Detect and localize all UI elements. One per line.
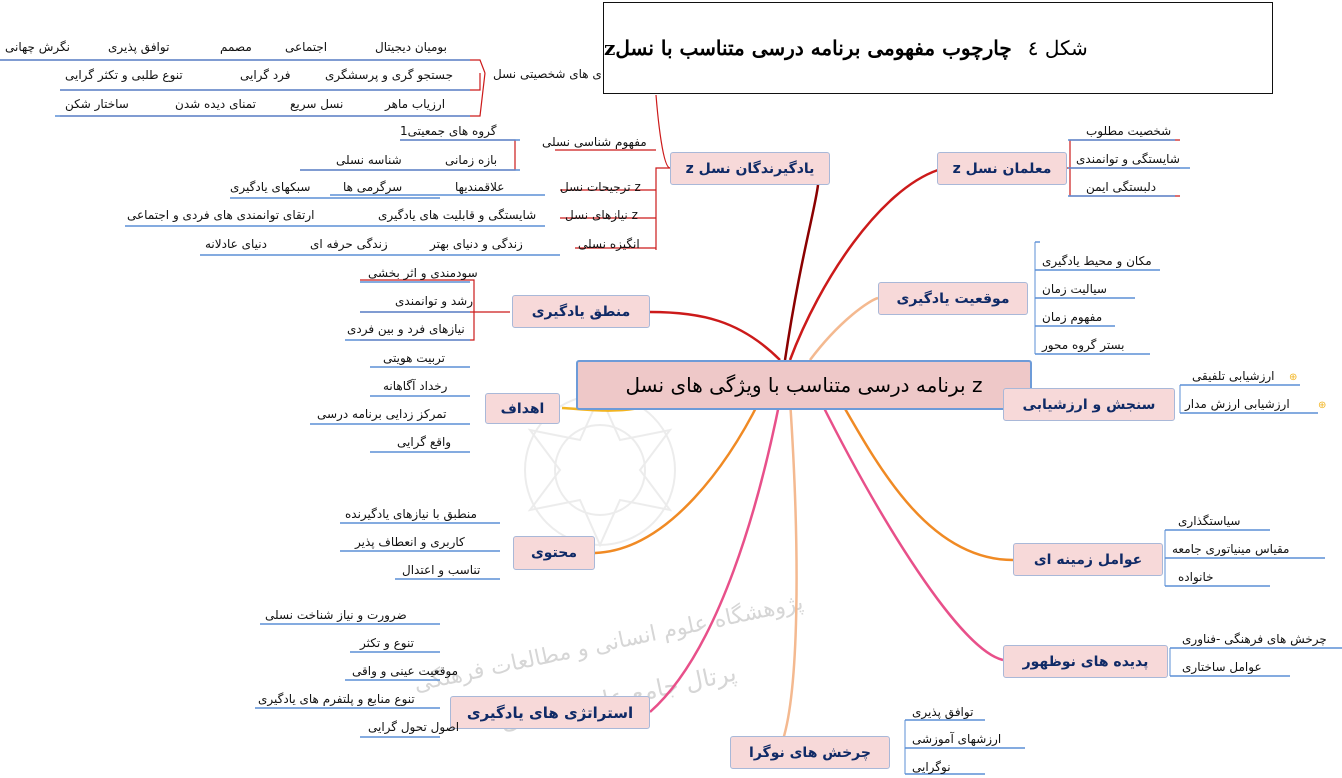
content-item: تناسب و اعتدال — [402, 563, 481, 577]
learners-sub-item: ارتقای توانمندی های فردی و اجتماعی — [127, 208, 315, 222]
figure-caption: شکل ٤ چارچوب مفهومی برنامه درسی متناسب ب… — [603, 2, 1273, 94]
personality-item: فرد گرایی — [240, 68, 291, 82]
personality-item: توافق پذیری — [108, 40, 170, 54]
learners-sub: z نیازهای نسل — [565, 208, 638, 222]
assessment-item: ارزشیابی ارزش مدار — [1185, 397, 1290, 411]
personality-item: نسل سریع — [290, 97, 344, 111]
new-cycles-item: توافق پذیری — [912, 705, 974, 719]
goals-item: واقع گرایی — [397, 435, 452, 449]
personality-item: نگرش چهانی — [5, 40, 70, 54]
goals-item: تربیت هویتی — [383, 351, 446, 365]
branch-new-cycles[interactable]: چرخش های نوگرا — [730, 736, 890, 769]
figure-title: چارچوب مفهومی برنامه درسی متناسب با نسلz — [604, 36, 1012, 60]
branch-goals[interactable]: اهداف — [485, 393, 560, 424]
branch-goals-label: اهداف — [500, 400, 545, 417]
learners-sub-item: دنیای عادلانه — [205, 237, 267, 251]
branch-logic-label: منطق یادگیری — [531, 303, 631, 320]
branch-teachers-label: z معلمان نسل — [952, 160, 1052, 177]
personality-item: تمنای دیده شدن — [175, 97, 257, 111]
branch-teachers[interactable]: z معلمان نسل — [937, 152, 1067, 185]
goals-item: رخداد آگاهانه — [383, 379, 448, 393]
teachers-item: دلبستگی ایمن — [1086, 180, 1157, 194]
personality-item: تنوع طلبی و تکثر گرایی — [65, 68, 183, 82]
branch-assessment[interactable]: سنجش و ارزشیابی — [1003, 388, 1175, 421]
branch-situation[interactable]: موقعیت یادگیری — [878, 282, 1028, 315]
logic-item: نیازهای فرد و بین فردی — [347, 322, 465, 336]
personality-item: ارزیاب ماهر — [385, 97, 446, 111]
expand-icon[interactable]: ⊕ — [1289, 372, 1298, 383]
strategies-item: ضرورت و نیاز شناخت نسلی — [265, 608, 407, 622]
branch-learners-label: z یادگیرندگان نسل — [685, 160, 815, 177]
expand-icon[interactable]: ⊕ — [1318, 400, 1327, 411]
learners-sub: انگیزه نسلی — [578, 237, 640, 251]
personality-item: بومیان دیجیتال — [375, 40, 447, 54]
learners-sub-item: سبکهای یادگیری — [230, 180, 311, 194]
learners-sub-item: گروه های جمعیتی1 — [400, 124, 497, 138]
branch-new-cycles-label: چرخش های نوگرا — [749, 744, 871, 761]
content-item: منطبق با نیازهای یادگیرنده — [345, 507, 477, 521]
personality-item: اجتماعی — [285, 40, 328, 54]
assessment-item: ارزشیابی تلفیقی — [1192, 369, 1275, 383]
situation-item: بستر گروه محور — [1042, 338, 1125, 352]
branch-situation-label: موقعیت یادگیری — [896, 290, 1010, 307]
learners-sub-item: زندگی حرفه ای — [310, 237, 388, 251]
figure-number: شکل ٤ — [1027, 36, 1088, 60]
personality-item: مصمم — [220, 40, 252, 54]
strategies-item: اصول تحول گرایی — [368, 720, 460, 734]
learners-sub-item: شایستگی و قابلیت های یادگیری — [378, 208, 537, 222]
learners-sub: مفهوم شناسی نسلی — [542, 135, 647, 149]
teachers-item: شخصیت مطلوب — [1086, 124, 1172, 138]
context-item: مقیاس مینیاتوری جامعه — [1172, 542, 1290, 556]
personality-item: ساختار شکن — [65, 97, 129, 111]
logic-item: رشد و توانمندی — [395, 294, 474, 308]
new-cycles-item: نوگرایی — [912, 760, 951, 774]
branch-context-label: عوامل زمینه ای — [1033, 551, 1143, 568]
branch-emerging[interactable]: پدیده های نوظهور — [1003, 645, 1168, 678]
branch-logic[interactable]: منطق یادگیری — [512, 295, 650, 328]
learners-sub-item: سرگرمی ها — [343, 180, 403, 194]
branch-content[interactable]: محتوی — [513, 536, 595, 570]
branch-assessment-label: سنجش و ارزشیابی — [1022, 396, 1156, 413]
context-item: خانواده — [1178, 570, 1214, 584]
learners-sub-item: بازه زمانی — [445, 153, 498, 167]
central-topic-label: z برنامه درسی متناسب با ویژگی های نسل — [625, 373, 983, 397]
new-cycles-item: ارزشهای آموزشی — [912, 732, 1002, 746]
strategies-item: تنوع منابع و پلتفرم های یادگیری — [258, 692, 415, 706]
emerging-item: عوامل ساختاری — [1182, 660, 1262, 674]
situation-item: سیالیت زمان — [1042, 282, 1107, 296]
branch-strategies-label: استراتژی های یادگیری — [466, 703, 634, 722]
branch-context[interactable]: عوامل زمینه ای — [1013, 543, 1163, 576]
learners-sub: z ترجیحات نسل — [560, 180, 641, 194]
goals-item: تمرکز زدایی برنامه درسی — [317, 407, 447, 421]
branch-learners[interactable]: z یادگیرندگان نسل — [670, 152, 830, 185]
branch-strategies[interactable]: استراتژی های یادگیری — [450, 696, 650, 729]
context-item: سیاستگذاری — [1178, 514, 1241, 528]
situation-item: مکان و محیط یادگیری — [1042, 254, 1152, 268]
branch-emerging-label: پدیده های نوظهور — [1022, 653, 1149, 670]
emerging-item: چرخش های فرهنگی -فناوری — [1182, 632, 1327, 646]
logic-item: سودمندی و اثر بخشی — [368, 266, 478, 280]
learners-sub-item: زندگی و دنیای بهتر — [430, 237, 523, 251]
personality-item: جستجو گری و پرسشگری — [325, 68, 454, 82]
strategies-item: موقعیت عینی و واقی — [352, 664, 459, 678]
content-item: کاربری و انعطاف پذیر — [355, 535, 465, 549]
situation-item: مفهوم زمان — [1042, 310, 1103, 324]
personality-label: ی های شخصیتی نسل — [493, 67, 602, 81]
strategies-item: تنوع و تکثر — [360, 636, 414, 650]
central-topic[interactable]: z برنامه درسی متناسب با ویژگی های نسل — [576, 360, 1032, 410]
branch-content-label: محتوی — [530, 545, 578, 561]
learners-sub-item: علاقمندیها — [455, 180, 505, 194]
learners-sub-item: شناسه نسلی — [336, 153, 402, 167]
teachers-item: شایستگی و توانمندی — [1076, 152, 1180, 166]
